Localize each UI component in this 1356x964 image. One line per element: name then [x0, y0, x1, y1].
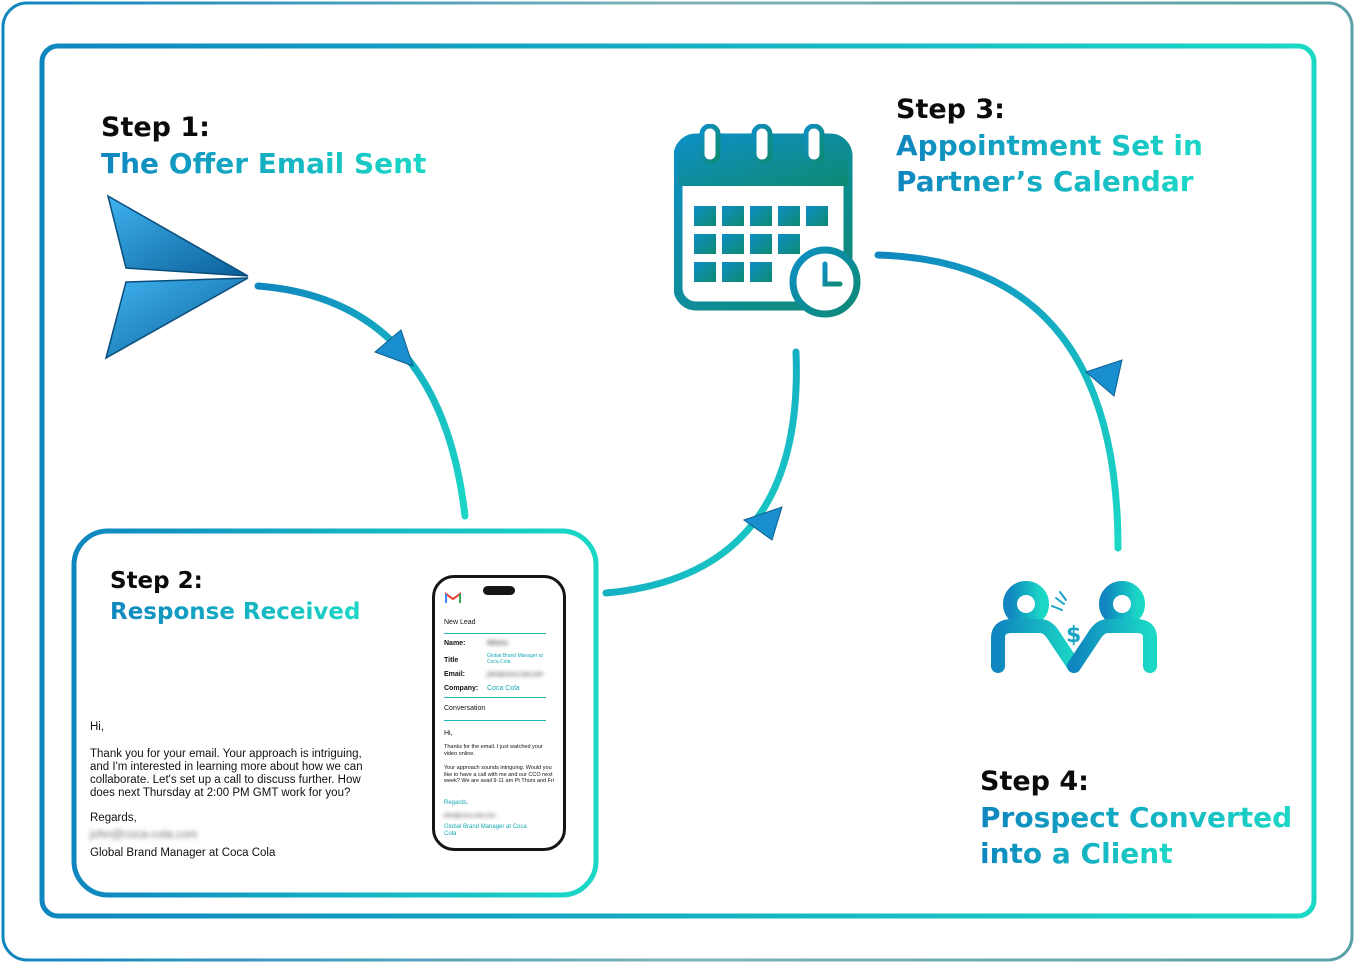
phone-field-title-value: Global Brand Manager at Coca Cola: [487, 653, 543, 665]
phone-message-2: Your approach sounds intriguing. Would y…: [444, 765, 555, 784]
arrowhead-3: [1085, 359, 1123, 397]
phone-header: New Lead: [444, 619, 476, 626]
step3-title-line1: Appointment Set in: [896, 129, 1203, 162]
step3-title-line2: Partner’s Calendar: [896, 165, 1194, 198]
send-arrow-icon: [104, 194, 249, 360]
phone-mockup: New Lead Name: Wilson Title Global Brand…: [432, 575, 566, 851]
email-sender-address: john@coca-cola.com: [90, 829, 198, 841]
gmail-icon: [445, 592, 461, 603]
email-body: Thank you for your email. Your approach …: [90, 748, 363, 799]
phone-signoff: Regards,: [444, 800, 469, 806]
phone-conversation-header: Conversation: [444, 705, 486, 712]
step1-label: Step 1:: [101, 112, 210, 143]
email-sender-title: Global Brand Manager at Coca Cola: [90, 847, 276, 859]
phone-field-name-label: Name:: [444, 640, 466, 647]
phone-field-company-value: Coca Cola: [487, 685, 520, 692]
step4-label: Step 4:: [980, 766, 1089, 797]
step3-label: Step 3:: [896, 94, 1005, 125]
arrowhead-1: [374, 329, 414, 367]
arc-step1-to-step2: [254, 282, 469, 520]
email-signoff: Regards,: [90, 812, 137, 824]
phone-field-email-value: john@coca-cola.com: [487, 672, 544, 678]
phone-message-1: Thanks for the email. I just watched you…: [444, 744, 543, 757]
email-reply: Hi, Thank you for your email. Your appro…: [90, 721, 380, 860]
step2-label: Step 2:: [110, 568, 203, 594]
phone-sig-email: john@coca-cola.com: [444, 813, 496, 819]
step1-title: The Offer Email Sent: [101, 147, 427, 180]
arrowhead-2: [742, 506, 783, 541]
arc-step3-to-step4: [874, 251, 1122, 552]
phone-field-title-label: Title: [444, 657, 459, 664]
handshake-dollar-icon: $: [991, 581, 1157, 739]
step4-title-line2: into a Client: [980, 837, 1173, 870]
phone-notch: [483, 586, 515, 595]
svg-text:$: $: [1066, 623, 1081, 648]
step2-title: Response Received: [110, 599, 361, 625]
phone-sig-title: Global Brand Manager at Coca Cola: [444, 824, 527, 837]
phone-field-name-value: Wilson: [487, 640, 509, 647]
phone-field-company-label: Company:: [444, 685, 479, 692]
arc-step2-to-step3: [602, 348, 800, 597]
phone-divider: [444, 697, 546, 698]
step4-title-line1: Prospect Converted: [980, 801, 1293, 834]
phone-divider: [444, 720, 546, 721]
phone-divider: [444, 633, 546, 634]
calendar-clock-icon: [674, 124, 861, 318]
phone-greeting: Hi,: [444, 730, 453, 737]
email-greeting: Hi,: [90, 721, 105, 733]
phone-field-email-label: Email:: [444, 671, 466, 678]
